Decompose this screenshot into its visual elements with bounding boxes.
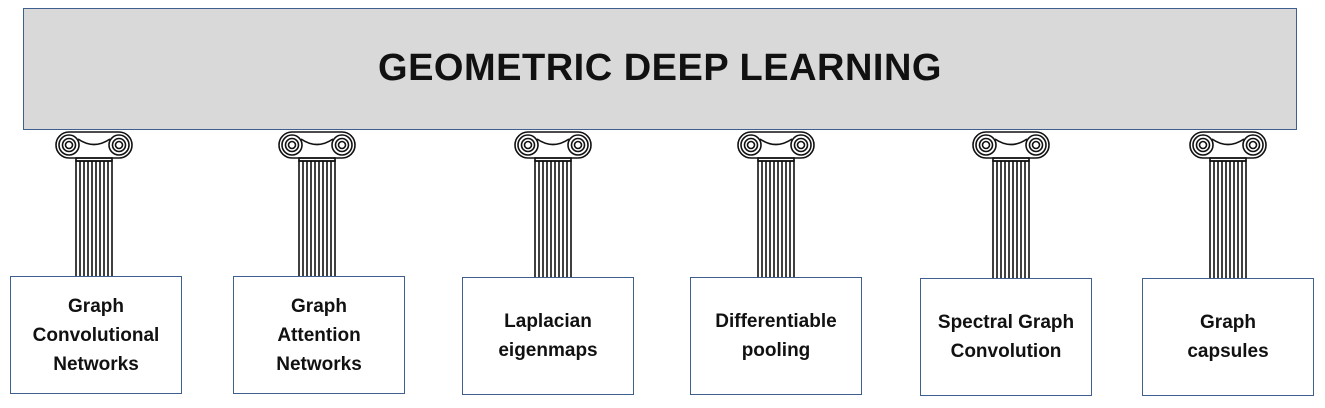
banner-title: GEOMETRIC DEEP LEARNING	[378, 46, 942, 89]
pillar-box-graph-attention-networks: Graph Attention Networks	[233, 276, 405, 394]
pillar-box-differentiable-pooling: Differentiable pooling	[690, 277, 862, 395]
pillar-label: Spectral Graph Convolution	[937, 312, 1075, 362]
pillar-box-spectral-graph-convolution: Spectral Graph Convolution	[920, 278, 1092, 396]
pillar-label: Graph capsules	[1187, 312, 1269, 362]
ionic-column-icon	[736, 130, 816, 280]
ionic-column-icon	[971, 130, 1051, 280]
pillar-label: Graph Attention Networks	[276, 295, 362, 375]
pillar-label: Graph Convolutional Networks	[32, 295, 160, 375]
ionic-column-icon	[277, 130, 357, 280]
geometric-deep-learning-banner: GEOMETRIC DEEP LEARNING	[23, 8, 1297, 130]
pillar-box-graph-convolutional-networks: Graph Convolutional Networks	[10, 276, 182, 394]
ionic-column-icon	[1188, 130, 1268, 280]
ionic-column-icon	[513, 130, 593, 280]
pillar-label: Laplacian eigenmaps	[498, 311, 598, 361]
pillar-label: Differentiable pooling	[715, 311, 837, 361]
pillar-box-laplacian-eigenmaps: Laplacian eigenmaps	[462, 277, 634, 395]
ionic-column-icon	[54, 130, 134, 280]
pillar-box-graph-capsules: Graph capsules	[1142, 278, 1314, 396]
